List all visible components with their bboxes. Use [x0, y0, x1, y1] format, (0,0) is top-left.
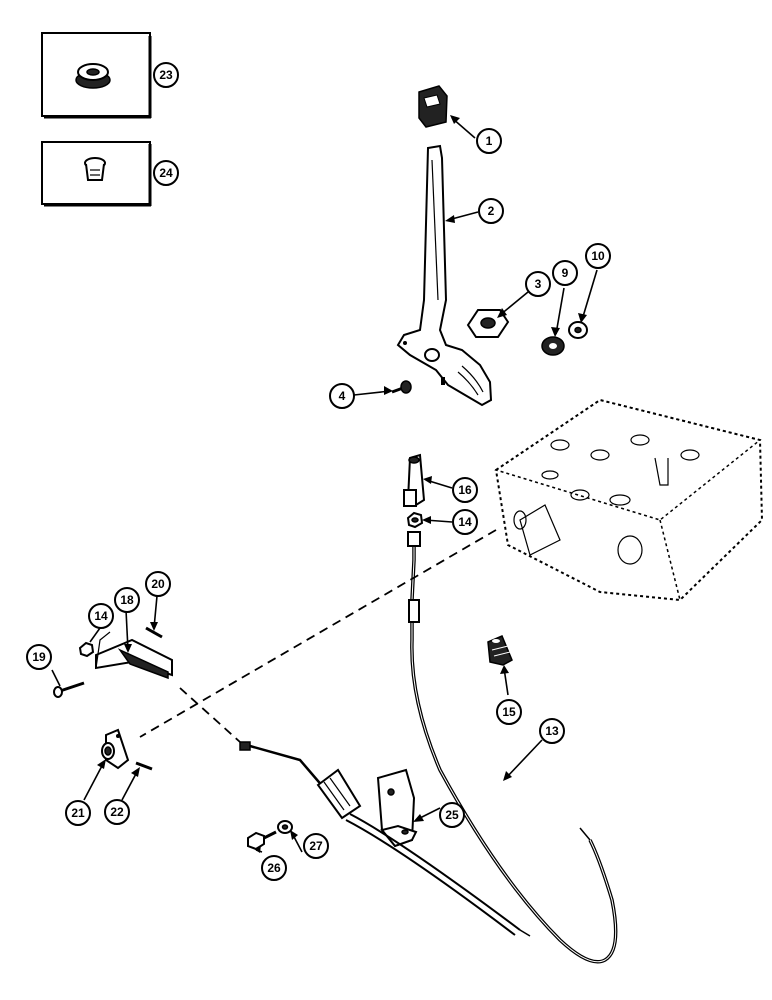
svg-text:23: 23 [159, 68, 173, 82]
svg-text:25: 25 [445, 808, 459, 822]
svg-text:16: 16 [458, 483, 472, 497]
assembly-line-upper [139, 529, 497, 738]
callout-16: 16 [452, 477, 478, 503]
svg-text:1: 1 [486, 134, 493, 148]
clip-part [487, 635, 513, 666]
callout-3: 3 [525, 271, 551, 297]
roll-pin-part [135, 761, 153, 771]
callout-1: 1 [476, 128, 502, 154]
flat-washer-part [277, 820, 293, 834]
svg-text:27: 27 [309, 839, 323, 853]
svg-text:2: 2 [488, 204, 495, 218]
svg-text:20: 20 [151, 577, 165, 591]
callout-9: 9 [552, 260, 578, 286]
callout-2: 2 [478, 198, 504, 224]
nut-part-upper [406, 511, 424, 529]
callout-21: 21 [65, 800, 91, 826]
screw-part [391, 380, 412, 394]
control-cable-long [407, 531, 618, 964]
callout-27: 27 [303, 833, 329, 859]
callout-25: 25 [439, 802, 465, 828]
svg-text:15: 15 [502, 705, 516, 719]
svg-text:22: 22 [110, 805, 124, 819]
svg-text:14: 14 [458, 515, 472, 529]
svg-text:10: 10 [591, 249, 605, 263]
callout-4: 4 [329, 383, 355, 409]
callout-23: 23 [153, 62, 179, 88]
callout-19: 19 [26, 644, 52, 670]
bolt-part [53, 681, 85, 698]
callout-22: 22 [104, 799, 130, 825]
svg-text:18: 18 [120, 593, 134, 607]
callout-14-lower: 14 [88, 603, 114, 629]
inset-box-24 [41, 141, 152, 207]
link-part [403, 453, 426, 507]
assembly-line-lower [179, 687, 241, 743]
svg-text:14: 14 [94, 609, 108, 623]
lever-block-part [101, 728, 130, 770]
control-cable-short [239, 741, 531, 937]
svg-text:9: 9 [562, 266, 569, 280]
svg-text:26: 26 [267, 861, 281, 875]
lock-washer-part [541, 336, 565, 356]
valve-body [494, 398, 764, 602]
inset-box-23 [41, 32, 152, 119]
callout-10: 10 [585, 243, 611, 269]
washer-part [568, 321, 588, 339]
lever-part [396, 144, 493, 407]
callout-15: 15 [496, 699, 522, 725]
callout-20: 20 [145, 571, 171, 597]
pin-part [145, 626, 163, 639]
cap-screw-part [247, 830, 277, 851]
callout-14-upper: 14 [452, 509, 478, 535]
grommet-part [75, 63, 111, 89]
leader-lines [51, 115, 598, 853]
callout-26: 26 [261, 855, 287, 881]
plug-part [84, 157, 106, 181]
callout-13: 13 [539, 718, 565, 744]
arm-part [95, 631, 173, 680]
svg-text:19: 19 [32, 650, 46, 664]
callout-18: 18 [114, 587, 140, 613]
bracket-part [376, 768, 418, 848]
svg-text:4: 4 [339, 389, 346, 403]
nut-part-lower [78, 641, 95, 658]
svg-text:21: 21 [71, 806, 85, 820]
svg-text:3: 3 [535, 277, 542, 291]
svg-text:24: 24 [159, 166, 173, 180]
svg-text:13: 13 [545, 724, 559, 738]
callout-24: 24 [153, 160, 179, 186]
knob-part [418, 85, 448, 128]
